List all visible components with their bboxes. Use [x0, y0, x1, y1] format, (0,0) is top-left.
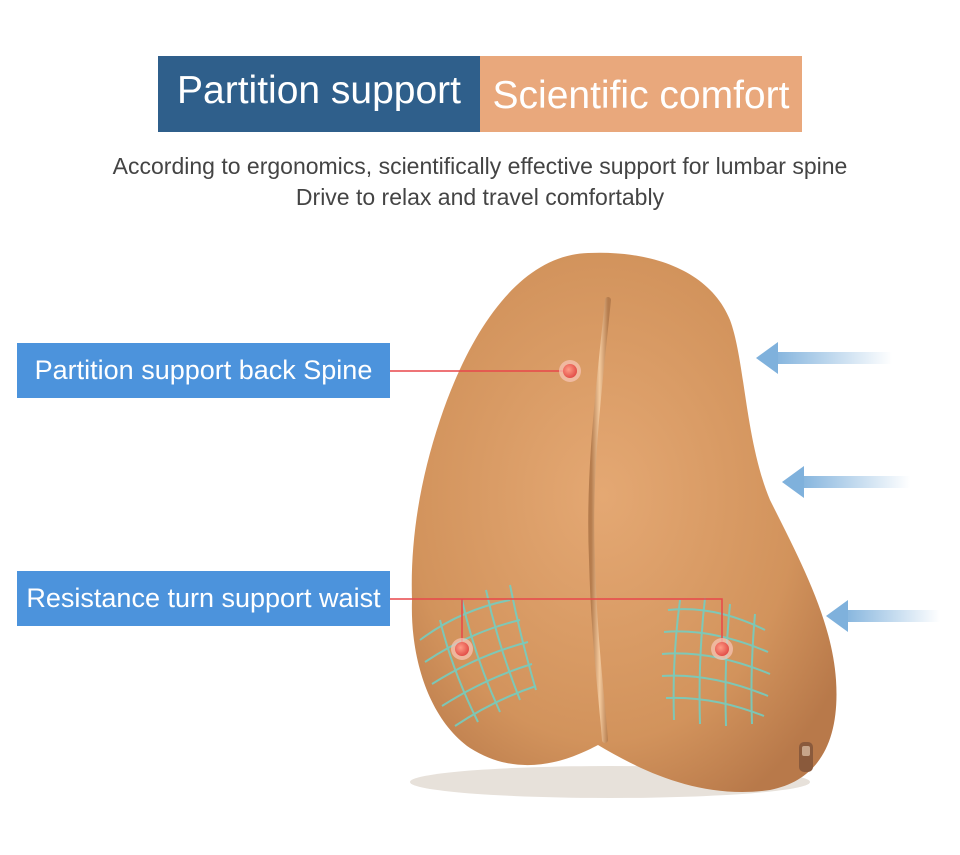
callout-resistance-turn-waist: Resistance turn support waist — [17, 571, 390, 626]
banner-partition-support: Partition support — [158, 56, 480, 132]
pillow-seam — [588, 297, 611, 743]
pillow-shadow — [410, 766, 810, 798]
banner-scientific-comfort: Scientific comfort — [480, 56, 802, 132]
zipper-pull — [799, 742, 813, 772]
support-mesh-left — [419, 584, 537, 727]
subtitle-line-1: According to ergonomics, scientifically … — [112, 153, 848, 179]
hotspot-icon — [711, 638, 733, 660]
hotspot-icon — [559, 360, 581, 382]
callout-partition-support-spine: Partition support back Spine — [17, 343, 390, 398]
support-mesh-right — [661, 597, 771, 727]
subtitle-line-2: Drive to relax and travel comfortably — [295, 184, 665, 210]
pointer-lines — [390, 370, 723, 649]
arrow-left-icon — [756, 342, 892, 374]
header-banner: Partition support Scientific comfort — [158, 56, 802, 132]
lumbar-pillow — [411, 252, 837, 792]
hotspot-icon — [451, 638, 473, 660]
arrow-left-icon — [782, 466, 910, 498]
arrow-left-icon — [826, 600, 940, 632]
